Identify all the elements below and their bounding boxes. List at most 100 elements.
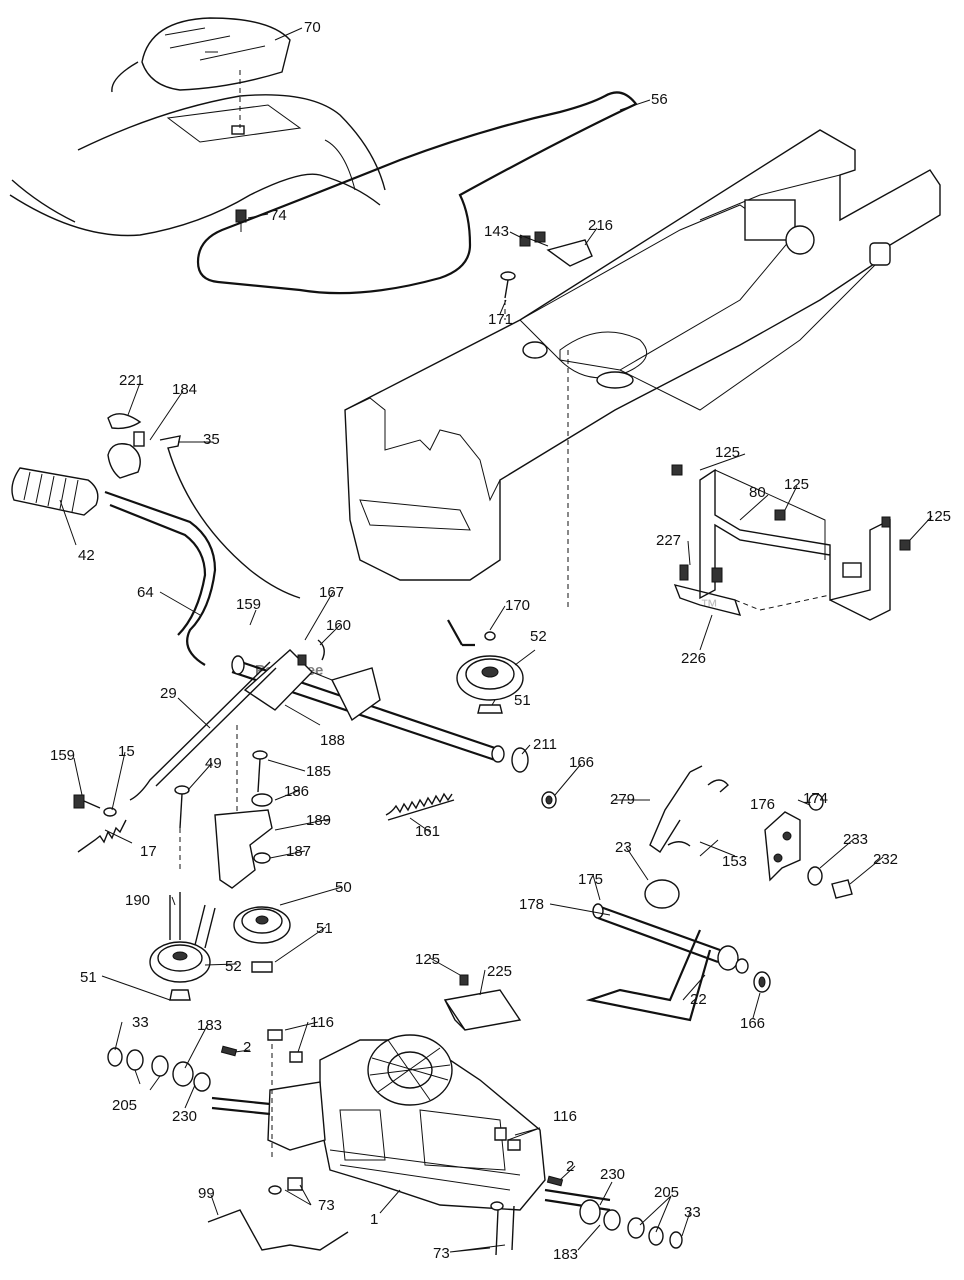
knob-184 [107, 431, 145, 479]
callout-1: 1 [370, 1211, 378, 1228]
idler-bracket-189 [179, 725, 273, 889]
transaxle-assembly [211, 1034, 611, 1212]
callout-125-c: 125 [926, 508, 951, 525]
lever-279 [649, 765, 703, 853]
spring-161 [385, 792, 455, 821]
callout-174: 174 [803, 790, 828, 807]
callout-143: 143 [484, 223, 509, 240]
callout-230-a: 230 [172, 1108, 197, 1125]
callout-211: 211 [533, 736, 557, 753]
callout-186: 186 [284, 783, 309, 800]
callout-22: 22 [690, 991, 707, 1008]
nut-232 [831, 879, 853, 899]
callout-116-b: 116 [553, 1108, 577, 1125]
shift-rod-35 [159, 435, 301, 599]
washer-166-upper [541, 791, 557, 809]
callout-99: 99 [198, 1185, 215, 1202]
cap-23 [644, 879, 680, 909]
spring-17 [77, 819, 127, 853]
bolt-185 [252, 750, 268, 793]
callout-73-a: 73 [318, 1197, 335, 1214]
callout-51-a: 51 [514, 692, 531, 709]
callout-125-d: 125 [415, 951, 440, 968]
callout-175: 175 [578, 871, 603, 888]
callout-159-b: 159 [50, 747, 75, 764]
callout-51-c: 51 [80, 969, 97, 986]
callout-183-a: 183 [197, 1017, 222, 1034]
pulley-50 [233, 906, 291, 973]
callout-125-a: 125 [715, 444, 740, 461]
callout-227: 227 [656, 532, 681, 549]
callout-167: 167 [319, 584, 344, 601]
callout-153: 153 [722, 853, 747, 870]
bolt-49 [174, 785, 190, 829]
callout-70: 70 [304, 19, 321, 36]
callout-279: 279 [610, 791, 635, 808]
washer-15 [103, 807, 117, 817]
clip-153 [667, 779, 729, 847]
callout-50: 50 [335, 879, 352, 896]
callout-205-a: 205 [112, 1097, 137, 1114]
callout-73-b: 73 [433, 1245, 450, 1262]
callout-166-b: 166 [740, 1015, 765, 1032]
clip-221 [107, 413, 142, 430]
bracket-216 [519, 231, 593, 267]
callout-161: 161 [415, 823, 440, 840]
callout-189: 189 [306, 812, 331, 829]
callout-226: 226 [681, 650, 706, 667]
clip-159-lower [73, 794, 101, 809]
washer-233 [807, 866, 823, 886]
callout-35: 35 [203, 431, 220, 448]
callout-52-b: 52 [225, 958, 242, 975]
mounting-bracket-80 [671, 464, 911, 621]
rod-29 [129, 661, 277, 801]
callout-42: 42 [78, 547, 95, 564]
callout-116-a: 116 [310, 1014, 334, 1031]
watermark-trademark: ™ [700, 596, 718, 616]
pedal-188 [243, 639, 381, 722]
callout-166-a: 166 [569, 754, 594, 771]
callout-171: 171 [488, 311, 513, 328]
leader-lines [59, 27, 933, 1253]
rod-99 [207, 1209, 349, 1251]
callout-221: 221 [119, 372, 144, 389]
lever-tube-64 [104, 490, 505, 763]
callout-49: 49 [205, 755, 222, 772]
callout-23: 23 [615, 839, 632, 856]
callout-225: 225 [487, 963, 512, 980]
idler-pulley-52-upper [447, 619, 524, 714]
callout-176: 176 [750, 796, 775, 813]
callout-2-b: 2 [566, 1158, 574, 1175]
callout-56: 56 [651, 91, 668, 108]
callout-33-a: 33 [132, 1014, 149, 1031]
callout-170: 170 [505, 597, 530, 614]
callout-187: 187 [286, 843, 311, 860]
callout-185: 185 [306, 763, 331, 780]
chassis-frame [344, 129, 941, 610]
bracket-225 [443, 974, 522, 1031]
drive-belt [196, 91, 638, 295]
callout-232: 232 [873, 851, 898, 868]
bushing-186 [251, 793, 273, 807]
bracket-176 [764, 811, 801, 882]
shaft-175 [592, 903, 721, 964]
callout-233: 233 [843, 831, 868, 848]
callout-184: 184 [172, 381, 197, 398]
pulley-52-lower [149, 892, 216, 1001]
callout-216: 216 [588, 217, 613, 234]
callout-74: 74 [270, 207, 287, 224]
callout-159-a: 159 [236, 596, 261, 613]
callout-230-b: 230 [600, 1166, 625, 1183]
callout-178: 178 [519, 896, 544, 913]
callout-51-b: 51 [316, 920, 333, 937]
washer-166-lower [753, 971, 771, 993]
callout-2-a: 2 [243, 1039, 251, 1056]
callout-125-b: 125 [784, 476, 809, 493]
callout-183-b: 183 [553, 1246, 578, 1263]
handle-grip-42 [11, 467, 99, 516]
callout-29: 29 [160, 685, 177, 702]
callout-17: 17 [140, 843, 157, 860]
pedal-arm-22 [585, 929, 749, 1022]
washer-174 [808, 793, 824, 811]
